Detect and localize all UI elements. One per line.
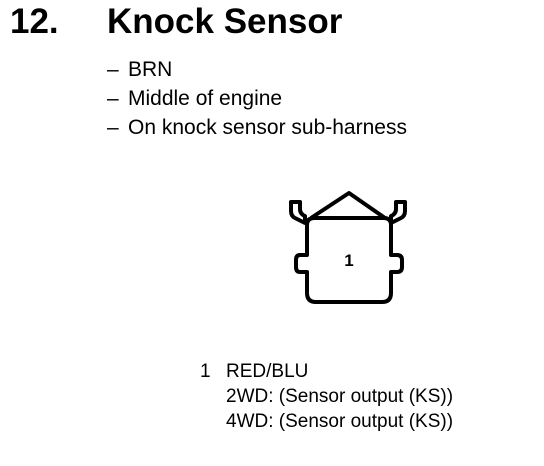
section-title: Knock Sensor [107, 2, 343, 41]
connector-body [294, 216, 404, 304]
connector-color-item: –BRN [107, 55, 407, 84]
pin-detail-2wd: 2WD: (Sensor output (KS)) [226, 386, 454, 407]
connector-face-drawing: 1 [289, 191, 407, 304]
connector-right-tab [389, 200, 407, 225]
pin-wire-color: RED/BLU [226, 361, 309, 382]
connector-roof [309, 191, 387, 220]
connector-info-list: –BRN –Middle of engine –On knock sensor … [107, 55, 407, 142]
bullet-dash: – [107, 58, 119, 81]
connector-harness-text: On knock sensor sub-harness [128, 116, 407, 139]
connector-color-text: BRN [128, 58, 173, 81]
section-number: 12. [10, 2, 59, 41]
connector-location-text: Middle of engine [128, 87, 283, 110]
connector-diagram: 1 [283, 187, 413, 313]
connector-harness-item: –On knock sensor sub-harness [107, 113, 407, 142]
bullet-dash: – [107, 116, 119, 139]
pin-detail-4wd: 4WD: (Sensor output (KS)) [226, 411, 454, 432]
bullet-dash: – [107, 87, 119, 110]
pin-number: 1 [200, 361, 211, 382]
connector-location-item: –Middle of engine [107, 84, 407, 113]
connector-left-tab [289, 200, 307, 225]
connector-pin-1-label: 1 [344, 251, 353, 270]
